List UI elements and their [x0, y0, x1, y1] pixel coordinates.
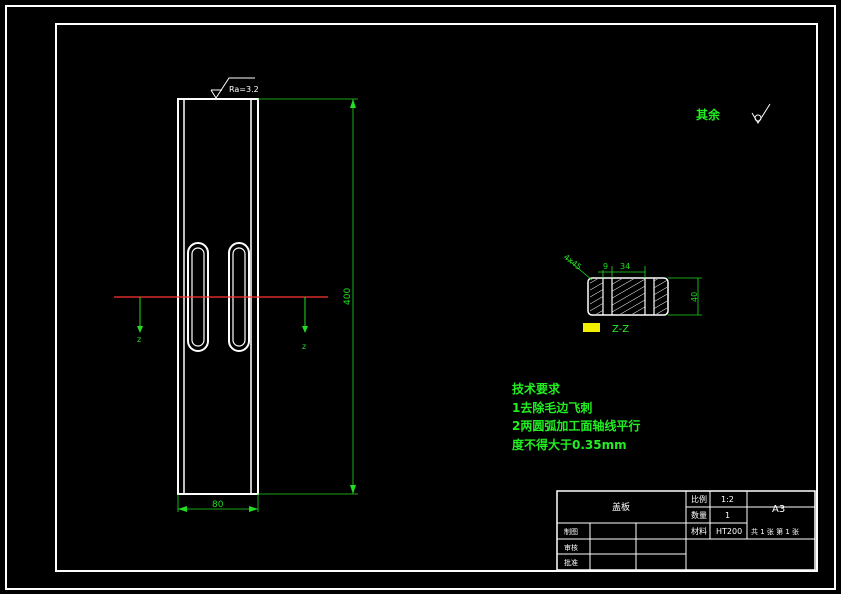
tb-scale-value: 1:2	[721, 495, 734, 504]
surface-note-label: 其余	[696, 107, 721, 122]
tech-req-line-3: 度不得大于0.35mm	[512, 437, 627, 452]
section-dim-height: 40	[690, 292, 699, 302]
section-dim-small: 9	[603, 262, 608, 271]
inner-frame	[55, 23, 818, 572]
section-label-marker	[583, 323, 600, 332]
tb-part-name: 盖板	[612, 501, 630, 513]
section-arrowhead-right	[302, 326, 308, 333]
width-arrow-left	[178, 506, 187, 512]
tech-requirements: 技术要求 1去除毛边飞刺 2两圆弧加工面轴线平行 度不得大于0.35mm	[512, 381, 640, 452]
tb-qty-label: 数量	[691, 510, 707, 520]
section-arrowhead-left	[137, 326, 143, 333]
tb-scale-label: 比例	[691, 494, 707, 504]
height-arrow-bottom	[350, 485, 356, 494]
surface-note: 其余	[696, 103, 771, 124]
title-block-text: 盖板 比例 1:2 数量 1 材料 HT200 A3 共 1 张 第 1 张 制…	[564, 494, 799, 567]
tech-req-line-1: 1去除毛边飞刺	[512, 400, 592, 415]
tb-sheet-info: 共 1 张 第 1 张	[751, 527, 799, 536]
section-hatch-right	[654, 279, 667, 314]
section-hatch-left	[590, 279, 603, 314]
roughness-symbol	[210, 77, 255, 99]
section-chamfer-label: 4x45	[562, 252, 583, 271]
surface-roughness-symbol	[751, 103, 771, 124]
section-mark-left: z	[137, 335, 141, 344]
section-outline	[587, 277, 669, 316]
section-title: Z-Z	[612, 324, 629, 335]
roughness-label: Ra=3.2	[229, 85, 259, 94]
tb-sheet-size: A3	[772, 504, 785, 515]
outer-frame	[5, 5, 836, 590]
height-arrow-top	[350, 99, 356, 108]
title-block	[556, 490, 816, 571]
section-dim-mid: 34	[620, 262, 630, 271]
tech-req-title: 技术要求	[512, 381, 561, 396]
tb-material-label: 材料	[691, 526, 707, 536]
tb-material-value: HT200	[716, 527, 742, 536]
section-hatch-middle	[612, 279, 645, 314]
tb-drawn-label: 制图	[564, 527, 578, 536]
section-mark-right: z	[302, 342, 306, 351]
tb-qty-value: 1	[725, 511, 730, 520]
main-view: z z Ra=3.2 400 80	[114, 77, 358, 512]
tech-req-line-2: 2两圆弧加工面轴线平行	[512, 418, 640, 433]
height-dimension-text: 400	[343, 288, 353, 305]
width-arrow-right	[249, 506, 258, 512]
chamfer-leader	[565, 257, 593, 281]
surface-roughness-circle	[754, 114, 762, 122]
tb-check-label: 审核	[564, 543, 578, 552]
width-dimension-text: 80	[212, 500, 224, 510]
tb-approve-label: 批准	[564, 558, 578, 567]
section-view: 9 34 4x45 40 Z-Z	[562, 252, 702, 335]
